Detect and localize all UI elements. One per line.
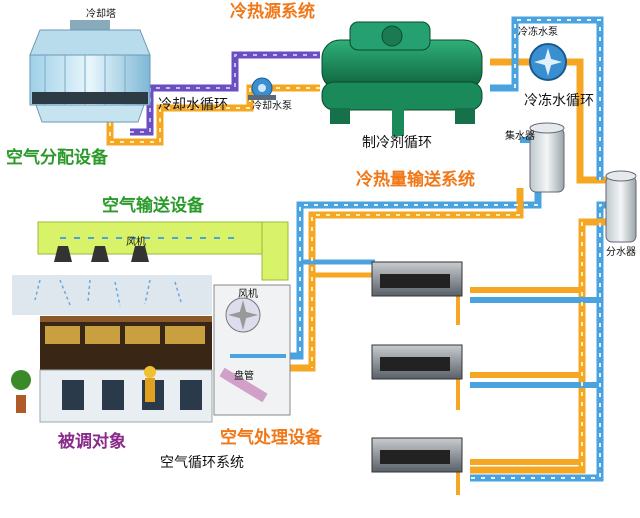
cooling-tower-label: 冷却塔	[86, 9, 116, 20]
cooling-water-pump-label: 冷却水泵	[252, 101, 292, 112]
chilled-water-pipes	[286, 16, 612, 495]
cooling-tower	[29, 20, 151, 123]
fan-coil-units	[371, 261, 463, 473]
chiller	[321, 21, 483, 136]
coil-label: 盘管	[234, 371, 254, 382]
conditioned-object-label: 被调对象	[58, 432, 126, 452]
air-handling-label: 空气处理设备	[220, 428, 322, 448]
air-duct	[37, 221, 289, 281]
plant-icon	[11, 370, 31, 413]
heat-cold-source-label: 冷热源系统	[230, 2, 315, 22]
heat-cold-transport-label: 冷热量输送系统	[356, 170, 475, 190]
air-handling-unit	[213, 284, 291, 416]
water-collector-label: 集水器	[505, 131, 535, 142]
chilled-water-pump	[529, 43, 567, 81]
chilled-water-loop-label: 冷冻水循环	[524, 93, 594, 109]
chilled-water-pump-label: 冷冻水泵	[518, 27, 558, 38]
air-distribution-label: 空气分配设备	[6, 148, 108, 168]
duct-fan-label: 风机	[126, 237, 146, 248]
air-transport-label: 空气输送设备	[102, 196, 204, 216]
cooling-water-pump	[248, 77, 276, 100]
water-distributor-label: 分水器	[606, 247, 636, 258]
cooling-water-pipes	[106, 51, 320, 146]
air-loop-label: 空气循环系统	[160, 455, 244, 471]
conditioned-room	[11, 275, 213, 423]
refrigerant-loop-label: 制冷剂循环	[362, 135, 432, 151]
water-collector	[529, 122, 565, 193]
water-distributor	[605, 170, 637, 243]
cooling-water-loop-label: 冷却水循环	[158, 97, 228, 113]
ahu-fan-label: 风机	[238, 289, 258, 300]
